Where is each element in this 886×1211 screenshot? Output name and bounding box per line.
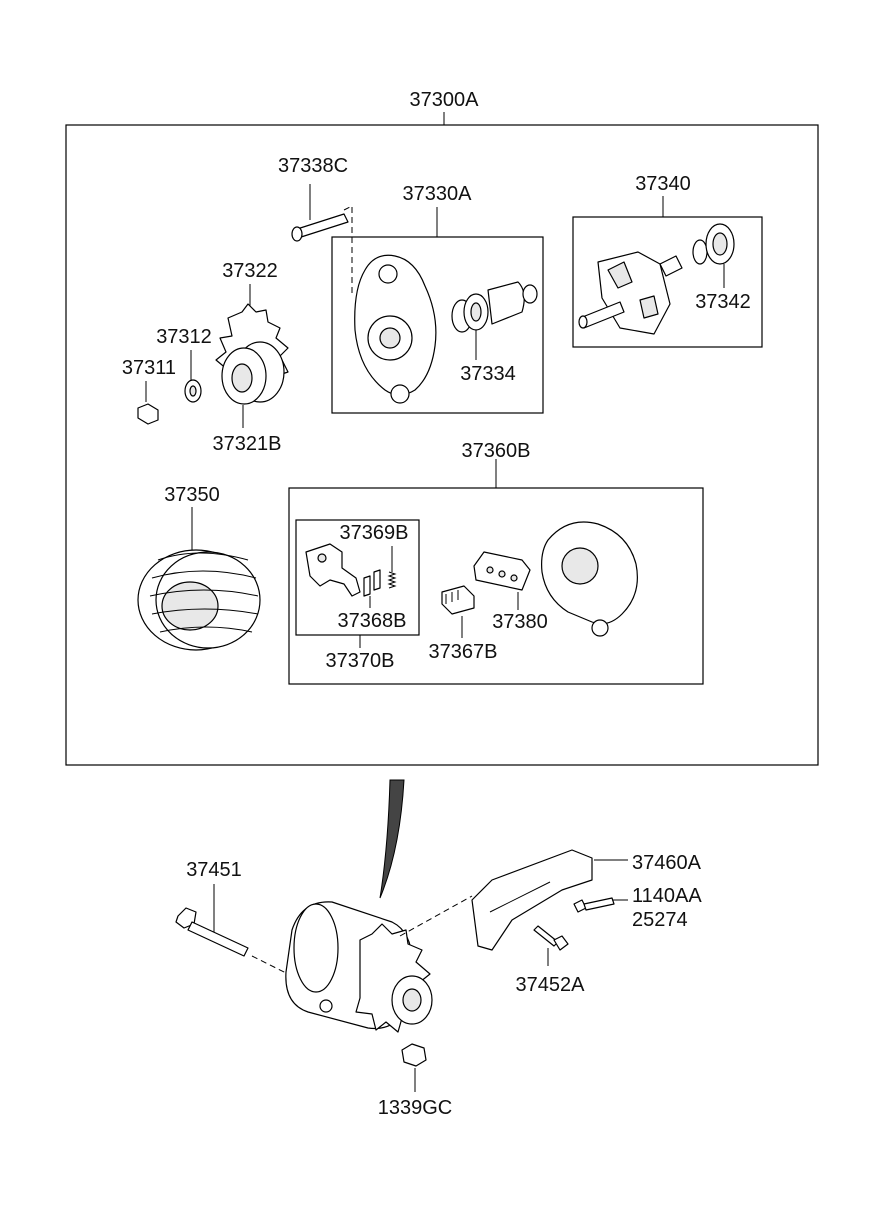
bolt-a-icon [573, 897, 615, 913]
nut-b-icon [401, 1043, 427, 1067]
rear-bracket-icon [541, 521, 638, 637]
rectifier-icon [473, 551, 531, 591]
label-brush: 37369B [340, 522, 409, 544]
label-stator: 37350 [164, 484, 220, 506]
regulator-icon [441, 585, 475, 615]
pulley-icon [221, 341, 285, 405]
bolt-b-icon [533, 925, 569, 951]
label-spacer: 37312 [156, 326, 212, 348]
label-washer: 25274 [632, 909, 688, 931]
label-rotor: 37340 [635, 173, 691, 195]
brush-holder-frame [295, 519, 420, 636]
spring-icon [387, 571, 397, 589]
label-brush-holder: 37370B [326, 650, 395, 672]
rotor-icon [578, 223, 735, 335]
label-through-bolt: 37338C [278, 155, 348, 177]
label-nut-b: 1339GC [378, 1097, 453, 1119]
drive-belt-icon [379, 779, 405, 899]
label-front-bracket: 37330A [403, 183, 473, 205]
label-rectifier-assembly: 37360B [462, 440, 531, 462]
label-spring: 37368B [338, 610, 407, 632]
spacer-icon [184, 379, 202, 403]
label-rectifier: 37380 [492, 611, 548, 633]
label-bolt-a: 1140AA [632, 885, 702, 907]
label-regulator: 37367B [429, 641, 498, 663]
label-main-assembly: 37300A [410, 89, 480, 111]
stator-icon [137, 549, 261, 651]
label-fan: 37322 [222, 260, 278, 282]
label-front-bearing: 37334 [460, 363, 516, 385]
label-pulley: 37321B [213, 433, 282, 455]
assembly-frame [65, 124, 819, 766]
mount-bolt-icon [175, 907, 293, 977]
front-bracket-icon [354, 254, 538, 404]
brush-holder-icon [305, 543, 381, 597]
label-nut: 37311 [122, 357, 176, 379]
nut-icon [137, 403, 159, 425]
label-bolt-b: 37452A [516, 974, 586, 996]
alternator-icon [285, 901, 433, 1033]
rotor-frame [572, 216, 763, 348]
label-rear-bearing: 37342 [695, 291, 751, 313]
label-mount-bolt: 37451 [186, 859, 242, 881]
bracket-icon [399, 849, 593, 951]
through-bolt-icon [291, 184, 353, 296]
label-bracket: 37460A [632, 852, 702, 874]
